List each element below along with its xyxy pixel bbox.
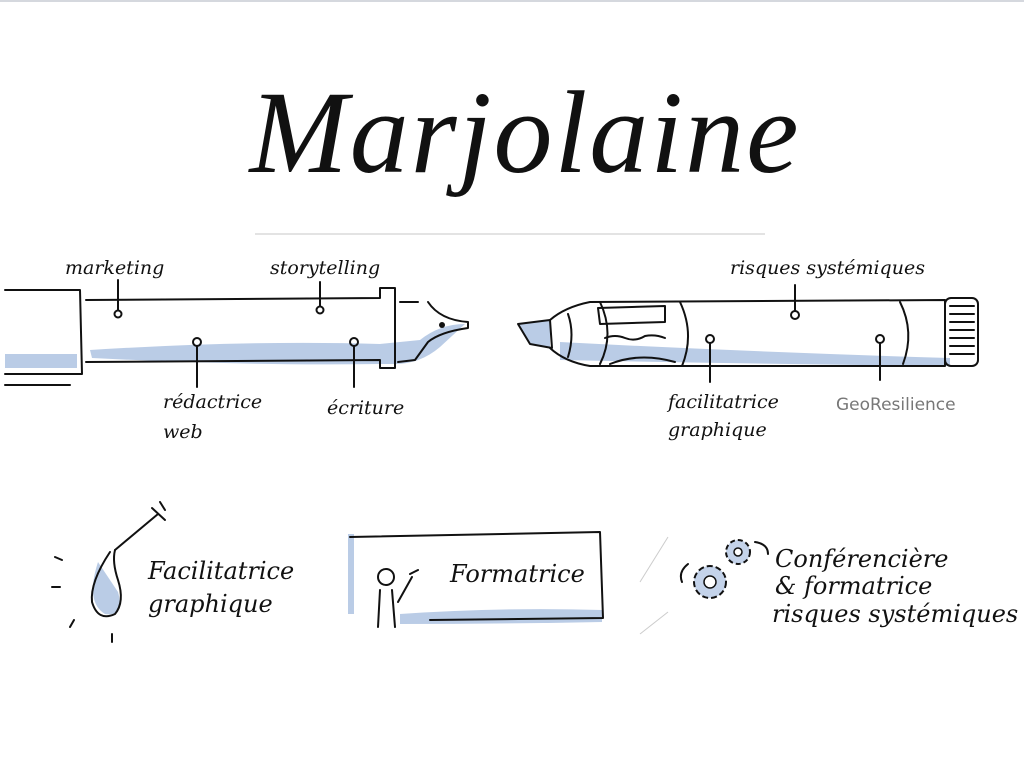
role-facilitatrice: Facilitatrice [147, 557, 294, 585]
label-risques-systemiques: risques systémiques [730, 257, 925, 279]
role-graphique: graphique [148, 590, 273, 618]
label-web: web [163, 421, 203, 443]
label-ecriture: écriture [327, 397, 404, 419]
fountain-pen-drawing [4, 279, 469, 388]
ink-drop-icon [51, 501, 166, 643]
role-risques-systemiques: risques systémiques [772, 600, 1018, 628]
label-storytelling: storytelling [270, 257, 380, 279]
whiteboard-icon [348, 531, 604, 628]
gears-icon [679, 539, 769, 599]
label-redactrice: rédactrice [163, 391, 262, 413]
label-facilitatrice: facilitatrice [666, 391, 779, 413]
marker-drawing [517, 284, 979, 383]
role-formatrice-2: & formatrice [775, 572, 932, 600]
label-marketing: marketing [65, 257, 164, 279]
title: Marjolaine [248, 67, 801, 198]
role-formatrice: Formatrice [449, 560, 585, 588]
label-georesilience: GeoResilience [836, 395, 956, 415]
label-graphique: graphique [668, 419, 767, 441]
role-conferenciere: Conférencière [775, 545, 948, 573]
